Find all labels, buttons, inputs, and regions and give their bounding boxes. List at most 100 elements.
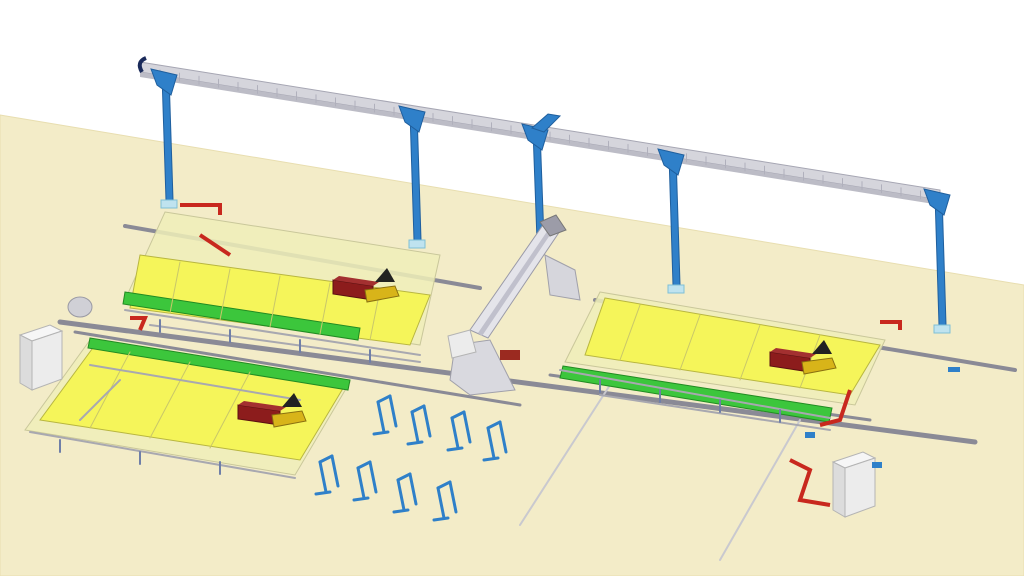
marker-post-leg: [422, 404, 432, 438]
table-frame-bar: [599, 394, 831, 431]
marker-post-leg: [396, 478, 406, 512]
marker-post-icon: [406, 404, 432, 446]
bridge-support: [544, 254, 581, 301]
marker-post-leg: [408, 472, 418, 506]
gantry-column-icon: [657, 148, 685, 294]
workpiece-clamp: [801, 357, 837, 375]
guide-rail: [57, 319, 978, 445]
work-table-b: [24, 337, 351, 479]
marker-post-icon: [392, 472, 418, 514]
table-frame-bar: [29, 431, 296, 479]
marker-post-leg: [486, 426, 496, 460]
column-cap: [531, 113, 562, 133]
workpiece-top: [238, 401, 286, 411]
marker-post-leg: [376, 400, 386, 434]
guide-rail: [519, 384, 611, 526]
marker-post-bar: [376, 394, 392, 404]
marker-post-leg: [436, 486, 446, 520]
guide-rail: [73, 330, 522, 407]
cable-loop: [137, 56, 147, 74]
column-bracket: [657, 148, 685, 176]
work-table-a: [122, 203, 441, 363]
transfer-bridge: [447, 214, 581, 396]
control-cabinet-icon: [831, 451, 877, 518]
table-frame-bar: [149, 324, 421, 363]
marker-post-leg: [356, 466, 366, 500]
column-base-plate: [933, 324, 951, 334]
gantry-column-icon: [150, 68, 178, 209]
workpiece-top: [770, 348, 816, 358]
bridge-motor-box: [447, 329, 477, 359]
red-supply-pipe: [180, 203, 222, 215]
marker-posts: [314, 394, 508, 522]
marker-post-icon: [446, 410, 472, 452]
marker-post-leg: [448, 480, 458, 514]
gantry-column-icon: [398, 105, 426, 249]
pipe-fitting: [948, 367, 960, 372]
marker-post-foot: [392, 508, 410, 514]
marker-post-icon: [482, 420, 508, 462]
column-bracket: [923, 188, 951, 216]
workpiece-top: [333, 276, 379, 286]
table-frame-bar: [79, 379, 121, 421]
table-rib: [209, 371, 251, 449]
marker-post-bar: [436, 480, 452, 490]
workpiece-clamp: [271, 410, 307, 428]
marker-post-foot: [314, 490, 332, 496]
red-supply-pipe: [880, 320, 902, 330]
marker-post-icon: [352, 460, 378, 502]
marker-post-icon: [372, 394, 398, 436]
marker-post-bar: [318, 454, 334, 464]
marker-post-leg: [462, 410, 472, 444]
marker-post-leg: [410, 410, 420, 444]
bridge-head: [539, 214, 567, 237]
cabinet-front: [844, 457, 876, 518]
marker-post-bar: [486, 420, 502, 430]
table-edge-strip: [87, 337, 351, 391]
pump-unit: [67, 296, 93, 318]
pipe-fitting: [805, 432, 815, 438]
column-bracket: [150, 68, 178, 96]
pipe-fitting: [872, 462, 882, 468]
marker-post-foot: [446, 446, 464, 452]
table-rib: [739, 324, 761, 381]
bridge-rail: [478, 230, 552, 336]
gantry-columns: [150, 68, 951, 334]
marker-post-bar: [396, 472, 412, 482]
table-frame-bar: [89, 364, 301, 401]
marker-post-leg: [388, 394, 398, 428]
marker-post-bar: [450, 410, 466, 420]
cabinet-side: [19, 334, 33, 391]
gantry-column-icon: [923, 188, 951, 334]
table-edge-strip: [122, 291, 361, 341]
workpiece-arm: [282, 393, 302, 407]
guide-rail: [719, 419, 801, 561]
red-supply-pipe: [789, 458, 831, 507]
marker-post-foot: [482, 456, 500, 462]
control-cabinet-icon: [18, 324, 64, 391]
column-base-plate: [667, 284, 685, 294]
table-frame-bar: [124, 309, 421, 356]
workpiece-icon: [769, 340, 837, 375]
marker-post-foot: [432, 516, 450, 522]
marker-post-leg: [330, 454, 340, 488]
marker-post-foot: [352, 496, 370, 502]
table-rib: [149, 361, 191, 439]
red-supply-pipe: [198, 233, 232, 257]
table-rib: [169, 261, 181, 314]
table-rib: [619, 304, 641, 361]
red-supply-pipe: [130, 316, 148, 331]
table-rib: [269, 275, 281, 328]
table-rib: [319, 282, 331, 335]
marker-post-leg: [450, 416, 460, 450]
marker-post-foot: [406, 440, 424, 446]
column-base-plate: [408, 239, 426, 249]
workpiece-arm: [375, 268, 395, 282]
red-supply-pipe: [819, 389, 852, 427]
marker-post-leg: [318, 460, 328, 494]
marker-post-foot: [372, 430, 390, 436]
marker-post-icon: [432, 480, 458, 522]
workpiece-icon: [237, 393, 307, 428]
